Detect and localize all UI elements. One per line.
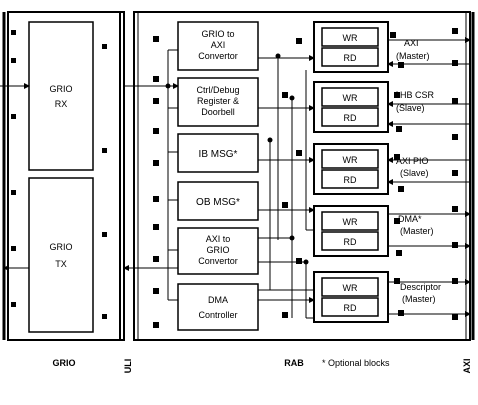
wr-label: WR xyxy=(343,155,358,165)
rab-block-axi-to-grio: AXI to GRIO Convertor xyxy=(177,227,259,275)
rd-channel xyxy=(321,47,379,67)
rab-region: GRIO to AXI Convertor Ctrl/Debug Registe… xyxy=(123,11,475,341)
wr-label: WR xyxy=(343,217,358,227)
rab-block-grio-to-axi: GRIO to AXI Convertor xyxy=(177,21,259,71)
wr-channel xyxy=(321,277,379,297)
block-line: Register & xyxy=(197,96,239,106)
wr-label: WR xyxy=(343,93,358,103)
block-line: Doorbell xyxy=(201,107,235,117)
wr-channel xyxy=(321,211,379,231)
rd-channel xyxy=(321,231,379,251)
grio-rx-subtitle: RX xyxy=(55,99,68,109)
grio-outline xyxy=(7,11,125,341)
grio-rx-title: GRIO xyxy=(49,84,72,94)
rd-label: RD xyxy=(344,175,357,185)
rab-outline xyxy=(133,11,471,341)
wr-channel xyxy=(321,27,379,47)
engine-name: AHB CSR xyxy=(394,90,435,100)
rd-channel xyxy=(321,297,379,317)
rd-label: RD xyxy=(344,237,357,247)
block-line: Convertor xyxy=(198,51,238,61)
engine-name: Descriptor xyxy=(400,282,441,292)
rab-block-ob-msg: OB MSG* xyxy=(177,181,259,221)
block-line: DMA xyxy=(208,295,228,305)
engine-axi-links xyxy=(387,37,471,317)
grio-region-label: GRIO xyxy=(52,358,75,368)
grio-rx-box xyxy=(28,21,94,171)
axi-label: AXI xyxy=(462,358,472,373)
optional-blocks-note: * Optional blocks xyxy=(322,358,390,368)
block-line: AXI to xyxy=(206,234,231,244)
engine-role: (Master) xyxy=(396,51,430,61)
grio-tx-title: GRIO xyxy=(49,242,72,252)
engine-axi-pio-slave: WR RD AXI PIO (Slave) xyxy=(313,143,429,195)
wr-channel xyxy=(321,149,379,169)
rab-block-ib-msg: IB MSG* xyxy=(177,133,259,173)
rab-region-label: RAB xyxy=(284,358,304,368)
engine-role: (Master) xyxy=(402,294,436,304)
rd-label: RD xyxy=(344,113,357,123)
rd-label: RD xyxy=(344,303,357,313)
rab-internal-wiring xyxy=(123,49,315,319)
engine-role: (Slave) xyxy=(396,103,425,113)
engine-role: (Slave) xyxy=(400,168,429,178)
grio-tx-subtitle: TX xyxy=(55,259,67,269)
engine-name: AXI xyxy=(404,38,419,48)
engine-ahb-csr-slave: WR RD AHB CSR (Slave) xyxy=(313,81,435,133)
rab-port-markers xyxy=(153,28,458,328)
engine-name: DMA* xyxy=(398,214,422,224)
wr-label: WR xyxy=(343,33,358,43)
engine-axi-master: WR RD AXI (Master) xyxy=(313,21,430,73)
grio-region: GRIO RX GRIO TX xyxy=(0,11,125,341)
engine-role: (Master) xyxy=(400,226,434,236)
grio-tx-box xyxy=(28,177,94,333)
wiring-junctions xyxy=(165,53,309,265)
grio-port-markers xyxy=(11,30,107,319)
rd-channel xyxy=(321,107,379,127)
rd-label: RD xyxy=(344,53,357,63)
wr-channel xyxy=(321,87,379,107)
block-line: Controller xyxy=(198,310,237,320)
block-line: OB MSG* xyxy=(196,197,240,208)
rab-block-dma-controller: DMA Controller xyxy=(177,283,259,331)
rd-channel xyxy=(321,169,379,189)
engine-dma-master: WR RD DMA* (Master) xyxy=(313,205,434,257)
block-line: IB MSG* xyxy=(199,149,238,160)
block-line: Convertor xyxy=(198,256,238,266)
engine-descriptor-master: WR RD Descriptor (Master) xyxy=(313,271,441,323)
block-line: AXI xyxy=(211,40,226,50)
wr-label: WR xyxy=(343,283,358,293)
engine-name: AXI PIO xyxy=(396,156,429,166)
rab-block-ctrl-debug: Ctrl/Debug Register & Doorbell xyxy=(177,77,259,127)
block-line: Ctrl/Debug xyxy=(196,85,239,95)
block-line: GRIO to xyxy=(201,29,234,39)
uli-label: ULI xyxy=(123,359,133,374)
block-line: GRIO xyxy=(206,245,229,255)
